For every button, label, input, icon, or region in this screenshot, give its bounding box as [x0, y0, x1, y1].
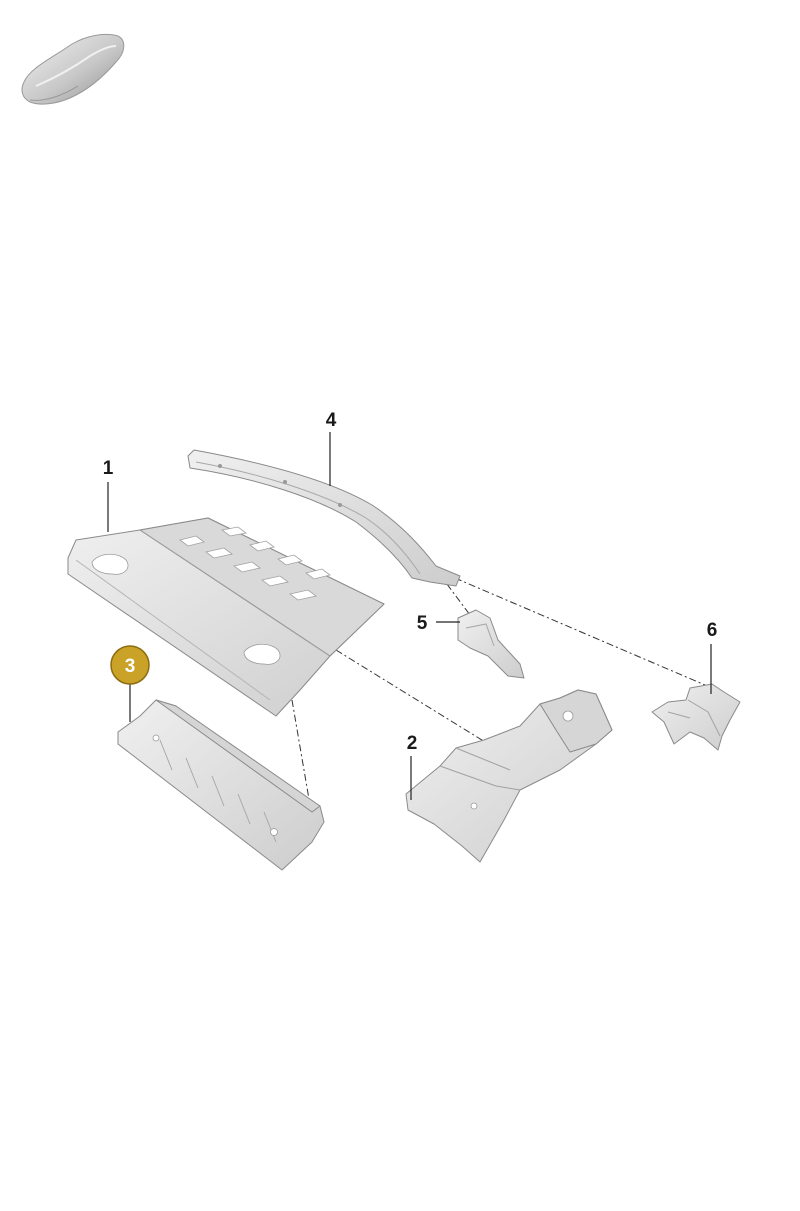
callout-3-label: 3: [125, 656, 136, 677]
callout-6-label: 6: [707, 620, 718, 641]
leader-lines: [107, 432, 712, 800]
callout-3-highlighted[interactable]: 3: [110, 645, 150, 685]
part-5-bracket[interactable]: [457, 609, 525, 679]
callout-2[interactable]: 2: [407, 733, 418, 754]
callout-1-label: 1: [103, 458, 114, 479]
callout-2-label: 2: [407, 733, 418, 754]
part-6-bracket[interactable]: [651, 683, 741, 751]
callout-5-label: 5: [417, 613, 428, 634]
part-4-rail[interactable]: [187, 449, 461, 587]
part-1-panel[interactable]: [67, 517, 385, 717]
assembly-lines: [291, 571, 706, 806]
car-silhouette-icon: [21, 33, 125, 105]
callout-3-badge: [110, 645, 150, 685]
part-3-reinforcement[interactable]: [117, 699, 325, 871]
callout-6[interactable]: 6: [707, 620, 718, 641]
callout-4[interactable]: 4: [326, 410, 337, 431]
callout-4-label: 4: [326, 410, 337, 431]
callout-5[interactable]: 5: [417, 613, 428, 634]
callout-1[interactable]: 1: [103, 458, 114, 479]
part-2-bracket-assembly[interactable]: [405, 689, 613, 863]
